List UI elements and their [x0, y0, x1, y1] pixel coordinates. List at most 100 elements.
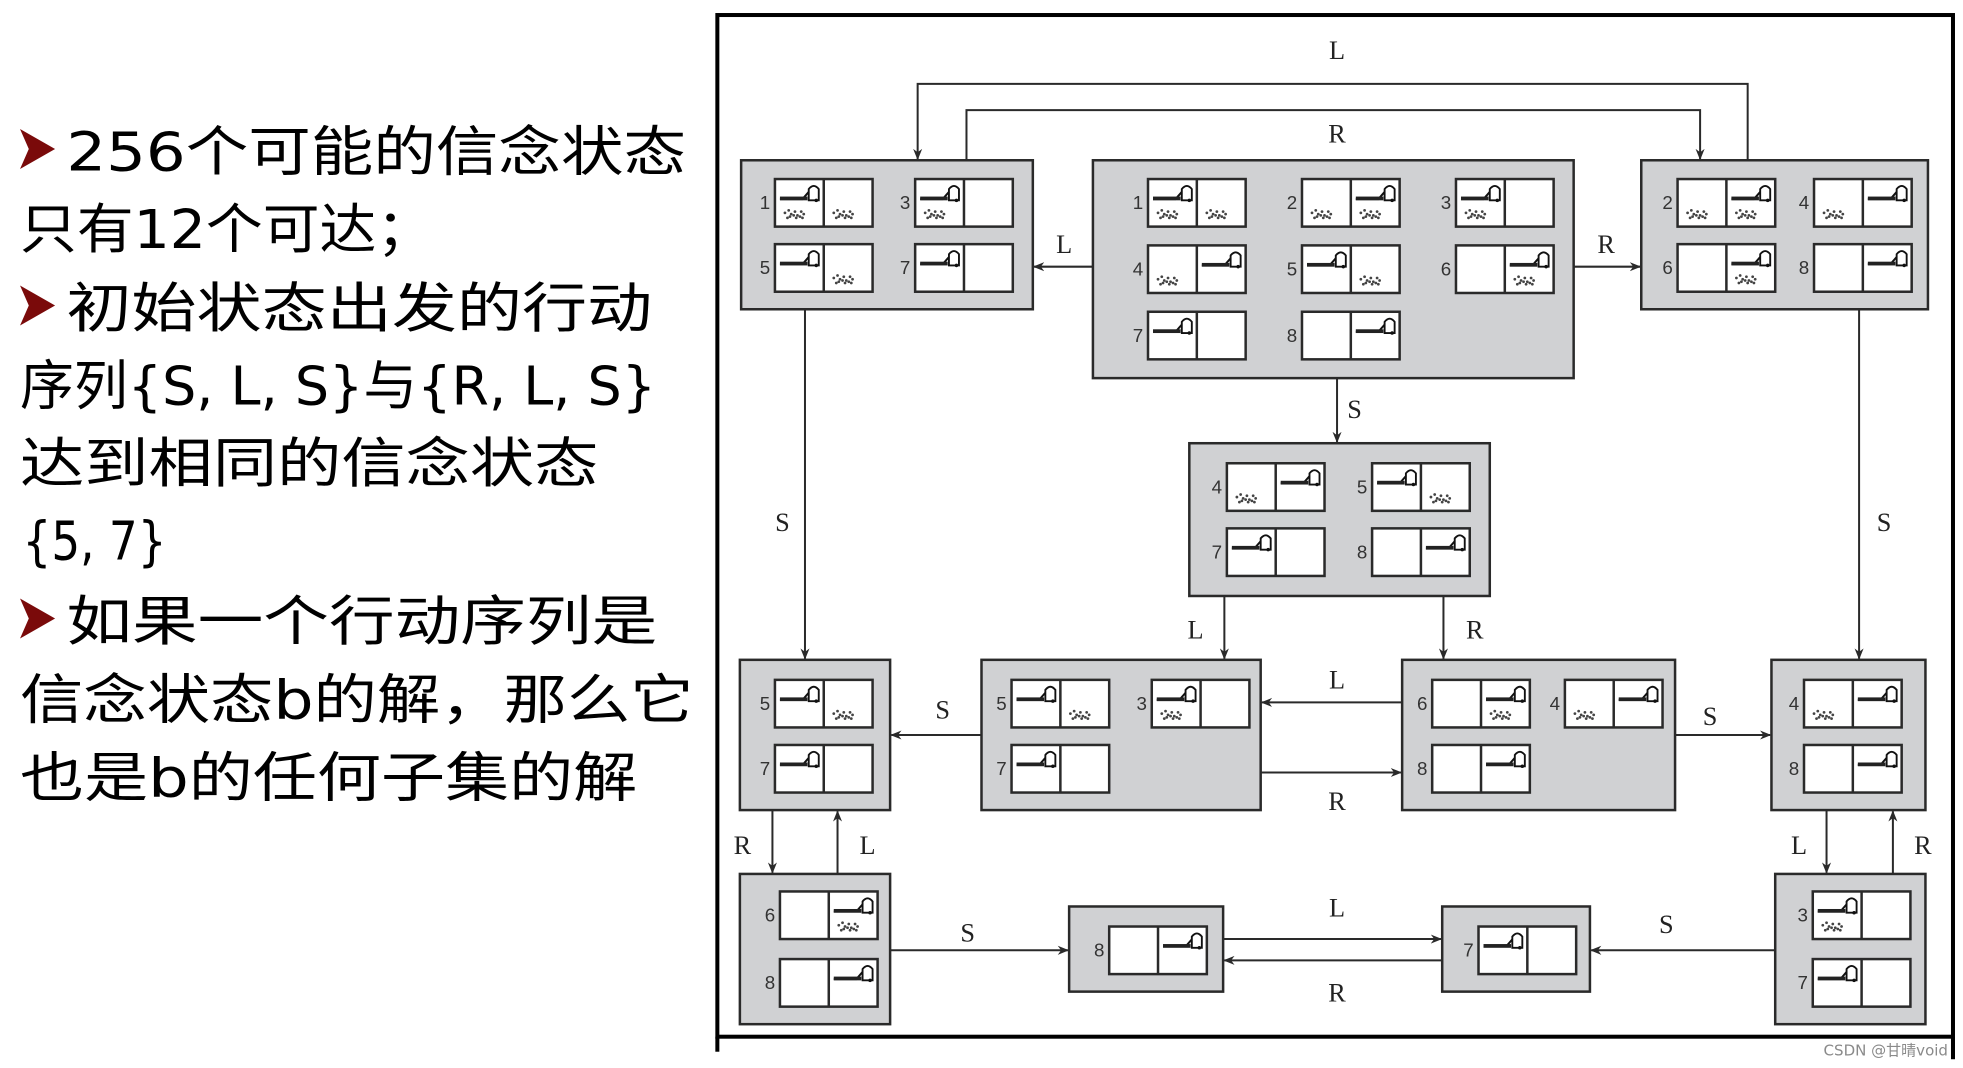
edge-b48-to-b37: L	[1791, 810, 1832, 874]
belief-state-b7: 7	[1440, 905, 1592, 993]
state-number: 4	[1133, 258, 1143, 279]
vacuum-icon	[1731, 250, 1772, 268]
bullet-arrow-icon	[20, 128, 56, 170]
dirt-icon	[783, 208, 806, 220]
world-state-8: 8	[765, 957, 879, 1008]
edge-arrow	[913, 82, 1749, 161]
edge-b537-to-b57: S	[890, 696, 982, 740]
state-number: 8	[1357, 541, 1367, 562]
world-state-7: 7	[900, 242, 1015, 293]
edge-b2468-to-b48: S	[1854, 309, 1891, 660]
belief-state-b8: 8	[1067, 905, 1225, 993]
edge-b1357-to-b2468: R	[965, 109, 1705, 161]
state-number: 5	[1287, 258, 1297, 279]
edge-b_all-to-b4578: S	[1332, 378, 1362, 444]
belief-state-b537: 5 3 7	[980, 658, 1262, 812]
world-state-5: 5	[1287, 244, 1401, 295]
vacuum-icon	[1231, 534, 1272, 552]
belief-state-b57: 57	[738, 658, 892, 812]
state-number: 8	[1094, 940, 1104, 961]
state-number: 6	[1441, 258, 1451, 279]
dirt-icon	[837, 921, 859, 932]
state-number: 4	[1799, 192, 1809, 213]
state-number: 7	[900, 257, 910, 278]
world-state-4: 4	[1212, 462, 1326, 513]
world-state-7: 7	[1798, 957, 1912, 1008]
text-line-5: 达到相同的信念状态	[20, 432, 598, 495]
edge-b1357-to-b57: S	[775, 309, 810, 660]
vacuum-icon	[1460, 185, 1501, 203]
dirt-icon	[1489, 709, 1512, 721]
vacuum-icon	[1857, 685, 1898, 703]
dirt-icon	[1513, 275, 1535, 286]
edge-b_all-to-b2468: R	[1573, 230, 1642, 272]
dirt-icon	[1464, 208, 1487, 220]
dirt-icon	[1686, 208, 1708, 220]
text-line-2: 只有12个可达；	[20, 198, 433, 261]
state-number: 7	[1133, 325, 1143, 346]
vacuum-icon	[1153, 185, 1193, 203]
vacuum-icon	[1153, 317, 1193, 335]
state-number: 3	[1137, 693, 1147, 714]
edge-action-label: L	[1056, 230, 1072, 259]
world-state-3: 3	[1137, 678, 1251, 729]
dirt-icon	[1156, 275, 1179, 286]
vacuum-icon	[1486, 685, 1526, 703]
dirt-icon	[1310, 208, 1333, 220]
dirt-icon	[1573, 709, 1596, 721]
edge-b37-to-b48: R	[1888, 810, 1932, 874]
world-state-5: 5	[760, 678, 874, 729]
text-line: 序列{S, L, S}与{R, L, S}	[20, 354, 656, 417]
world-state-8: 8	[1417, 743, 1532, 794]
dirt-icon	[1822, 208, 1845, 220]
vacuum-icon	[1377, 469, 1417, 487]
vacuum-icon	[1355, 185, 1396, 203]
edge-action-label: S	[1703, 702, 1718, 731]
text-line: 信念状态b的解，那么它	[20, 669, 694, 732]
state-number: 7	[760, 758, 770, 779]
edge-action-label: L	[1329, 666, 1345, 695]
text-line: 达到相同的信念状态	[20, 432, 598, 495]
vacuum-icon	[1509, 251, 1550, 269]
belief-state-b37: 37	[1773, 872, 1927, 1026]
edge-b4578-to-b537: L	[1188, 595, 1229, 660]
edge-b37-to-b7: S	[1590, 910, 1776, 955]
vacuum-icon	[1163, 932, 1203, 950]
vacuum-icon	[1731, 185, 1772, 203]
edge-action-label: L	[1329, 894, 1345, 923]
world-state-1: 1	[760, 177, 874, 228]
dirt-icon	[1735, 274, 1757, 285]
state-number: 1	[760, 192, 770, 213]
vacuum-icon	[920, 185, 960, 203]
state-number: 5	[996, 693, 1006, 714]
world-state-5: 5	[1357, 462, 1471, 513]
edge-b2468-to-b1357: L	[913, 36, 1749, 161]
state-number: 2	[1662, 192, 1672, 213]
edge-b4578-to-b648: R	[1438, 595, 1484, 660]
dirt-icon	[1735, 208, 1757, 220]
vacuum-icon	[1618, 685, 1659, 703]
world-state-4: 4	[1133, 244, 1247, 295]
dirt-icon	[1160, 709, 1182, 721]
vacuum-icon	[1483, 932, 1524, 950]
world-state-6: 6	[1662, 242, 1777, 293]
state-number: 7	[1463, 940, 1473, 961]
state-number: 7	[996, 758, 1006, 779]
watermark: CSDN @甘晴void	[1824, 1041, 1948, 1059]
world-state-4: 4	[1799, 177, 1913, 228]
vacuum-icon	[1817, 897, 1858, 915]
text-line: 256个可能的信念状态	[20, 120, 686, 183]
vacuum-icon	[1867, 185, 1908, 203]
edge-b537-to-b648: R	[1260, 768, 1403, 816]
edge-arrow	[965, 109, 1705, 161]
dirt-icon	[832, 208, 854, 220]
vacuum-icon	[1817, 965, 1858, 983]
text-line-4: 序列{S, L, S}与{R, L, S}	[20, 354, 656, 417]
edge-action-label: R	[1466, 616, 1484, 645]
world-state-8: 8	[1287, 310, 1401, 361]
vacuum-icon	[1016, 685, 1057, 703]
vacuum-icon	[779, 250, 820, 268]
